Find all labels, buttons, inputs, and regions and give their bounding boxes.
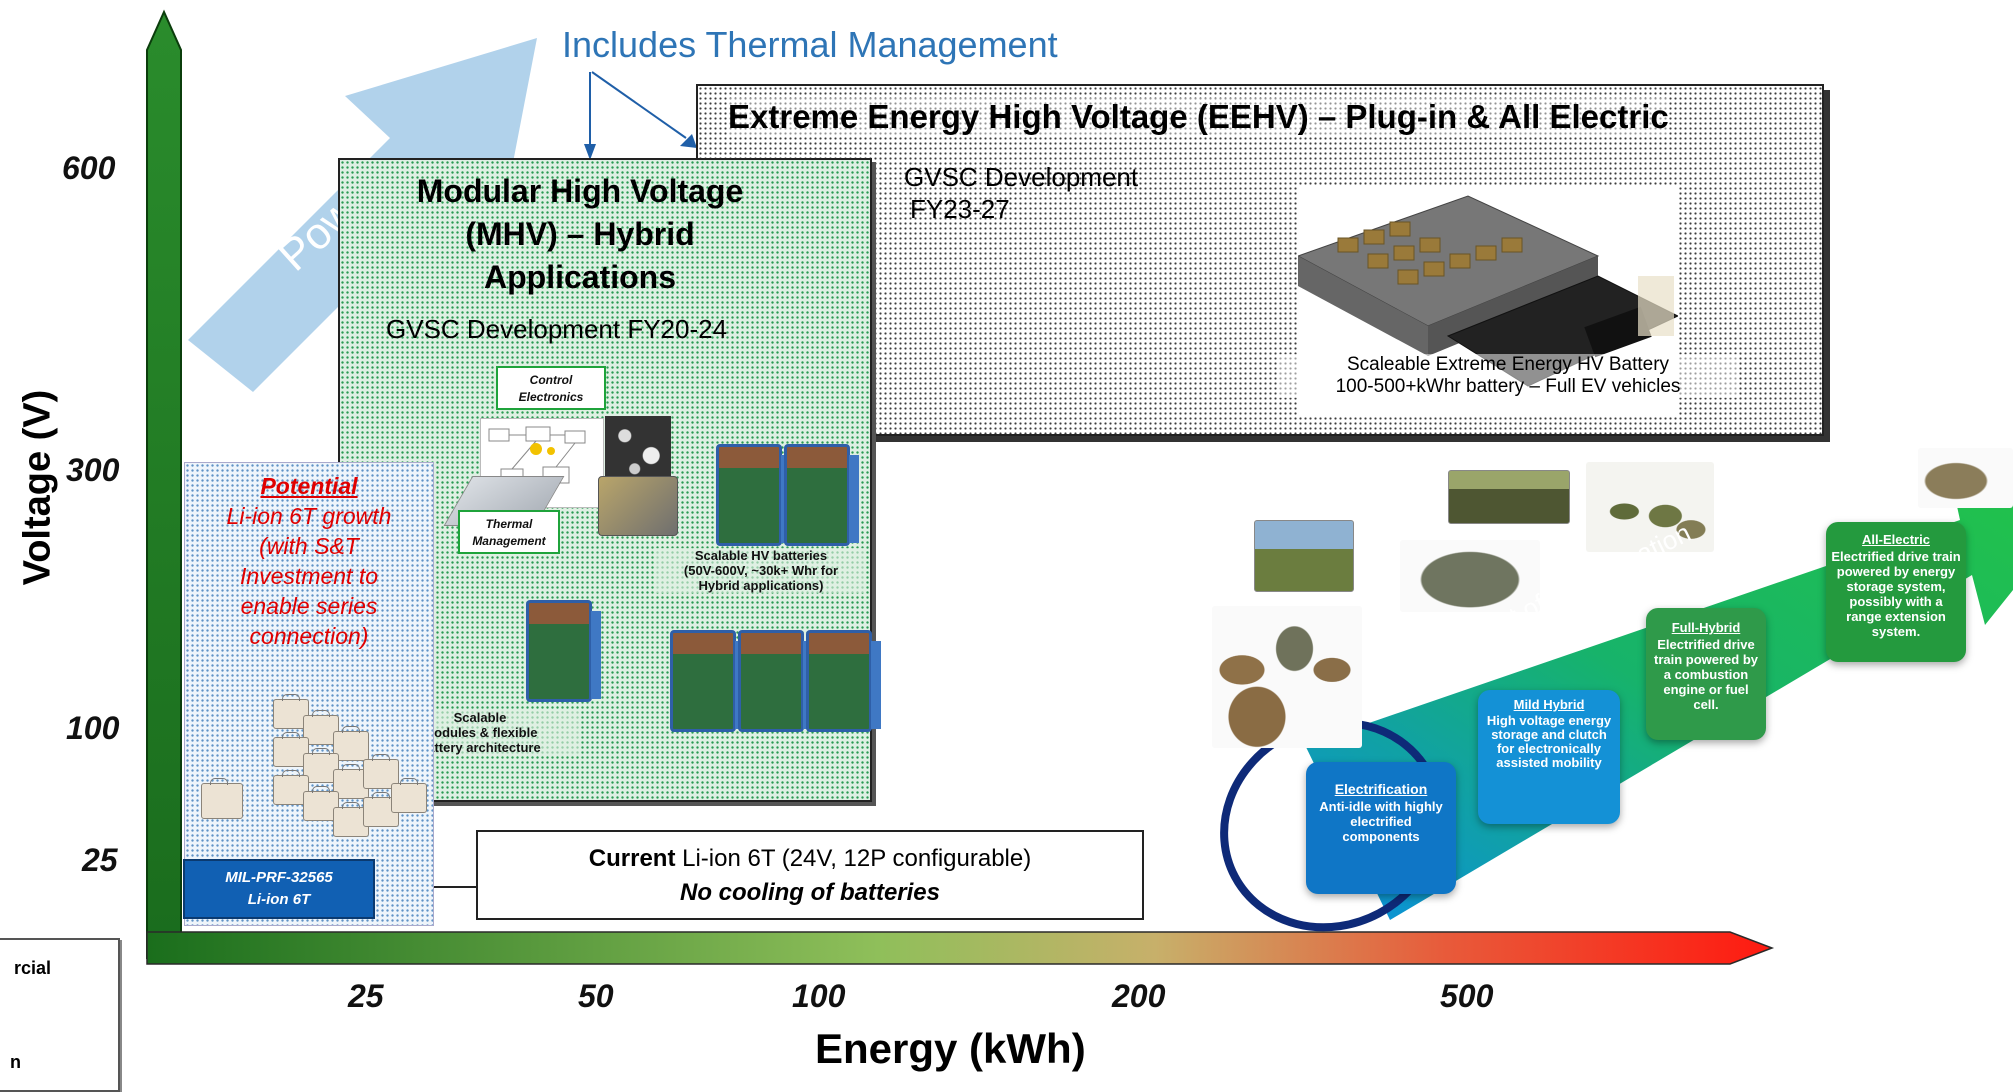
x-tick-100: 100 xyxy=(792,978,846,1014)
scalable-hv-line3: Hybrid applications) xyxy=(698,578,824,593)
eehv-title: Extreme Energy High Voltage (EEHV) – Plu… xyxy=(728,98,1669,136)
stage-full-hybrid-body: Electrified drive train powered by a com… xyxy=(1653,637,1759,712)
potential-heading: Potential xyxy=(260,473,358,499)
mhv-title-line3: Applications xyxy=(483,259,676,295)
control-electronics-label: Control Electronics xyxy=(496,366,606,410)
potential-panel: Potential Li-ion 6T growth (with S&T Inv… xyxy=(183,462,434,926)
thermal-arrow-line2 xyxy=(591,71,687,139)
stage-all-electric: All-Electric Electrified drive train pow… xyxy=(1826,522,1966,662)
stage-full-hybrid: Full-Hybrid Electrified drive train powe… xyxy=(1646,608,1766,740)
dual-module-graphic xyxy=(716,444,859,551)
potential-line4: enable series xyxy=(240,593,378,619)
y-axis-arrow xyxy=(146,9,182,959)
control-line2: Electronics xyxy=(518,390,584,404)
thermal-line1: Thermal xyxy=(485,517,533,531)
eehv-dev-line1: GVSC Development xyxy=(904,162,1139,192)
micrograph-image xyxy=(605,416,671,482)
modules-line1: Scalable xyxy=(453,710,507,725)
eehv-caption-line1: Scaleable Extreme Energy HV Battery xyxy=(1346,354,1670,375)
control-line1: Control xyxy=(529,373,573,387)
x-tick-500: 500 xyxy=(1440,978,1494,1014)
thermal-management-heading: Includes Thermal Management xyxy=(562,24,1058,65)
scalable-hv-label: Scalable HV batteries (50V-600V, ~30k+ W… xyxy=(656,548,866,593)
modules-line2: modules & flexible xyxy=(422,725,538,740)
battery-module-photo xyxy=(598,476,678,536)
potential-line2: (with S&T xyxy=(259,533,359,559)
stage-all-electric-title: All-Electric xyxy=(1862,532,1930,547)
current-bold-word: Current xyxy=(588,845,676,872)
current-line1: Current Li-ion 6T (24V, 12P configurable… xyxy=(478,842,1142,876)
mil-prf-line1: MIL-PRF-32565 xyxy=(225,869,333,886)
stage-electrification-body: Anti-idle with highly electrified compon… xyxy=(1319,799,1443,844)
stage-mild-hybrid: Mild Hybrid High voltage energy storage … xyxy=(1478,690,1620,824)
potential-line5: connection) xyxy=(249,623,369,649)
mil-prf-label: MIL-PRF-32565 Li-ion 6T xyxy=(183,859,375,919)
y-axis-title: Voltage (V) xyxy=(16,389,59,586)
eehv-caption: Scaleable Extreme Energy HV Battery 100-… xyxy=(1278,354,1738,398)
stage-all-electric-body: Electrified drive train powered by energ… xyxy=(1831,549,1961,639)
fleet-vehicles-photo xyxy=(1212,606,1362,748)
mhv-title: Modular High Voltage (MHV) – Hybrid Appl… xyxy=(400,170,760,299)
robotic-vehicles-photo xyxy=(1586,462,1714,552)
x-axis-title: Energy (kWh) xyxy=(815,1025,1086,1072)
triple-module-graphic xyxy=(670,630,881,737)
potential-line1: Li-ion 6T growth xyxy=(226,503,392,529)
stage-mild-hybrid-title: Mild Hybrid xyxy=(1513,697,1585,712)
scalable-hv-line2: (50V-600V, ~30k+ Whr for xyxy=(683,563,839,578)
tactical-truck-photo xyxy=(1448,470,1570,524)
left-cutoff-text1: rcial xyxy=(14,958,52,978)
left-cutoff-text2: n xyxy=(10,1052,21,1072)
modules-line3: battery architecture xyxy=(419,740,541,755)
y-tick-300: 300 xyxy=(66,452,120,488)
eehv-panel: Extreme Energy High Voltage (EEHV) – Plu… xyxy=(696,84,1824,436)
x-tick-200: 200 xyxy=(1112,978,1166,1014)
mhv-dev: GVSC Development FY20-24 xyxy=(386,314,728,344)
current-line2: No cooling of batteries xyxy=(679,879,940,906)
stage-electrification-title: Electrification xyxy=(1334,781,1428,797)
y-tick-600: 600 xyxy=(62,150,116,186)
potential-text: Potential Li-ion 6T growth (with S&T Inv… xyxy=(185,471,433,651)
left-cutoff-box: rcial n xyxy=(0,938,120,1092)
eehv-dev-line2: FY23-27 xyxy=(910,194,1010,224)
jltv-photo xyxy=(1254,520,1354,592)
y-tick-25: 25 xyxy=(82,842,118,878)
eehv-caption-line2: 100-500+kWhr battery – Full EV vehicles xyxy=(1335,376,1681,397)
x-axis-arrow xyxy=(146,931,1775,965)
stage-full-hybrid-title: Full-Hybrid xyxy=(1671,620,1741,635)
mil-prf-line2: Li-ion 6T xyxy=(247,891,311,908)
current-panel: Current Li-ion 6T (24V, 12P configurable… xyxy=(476,830,1144,920)
mhv-title-line2: (MHV) – Hybrid xyxy=(465,216,695,252)
single-module-graphic xyxy=(526,600,601,707)
stage-electrification: Electrification Anti-idle with highly el… xyxy=(1306,762,1456,894)
thermal-management-label: Thermal Management xyxy=(458,510,560,554)
amphibious-vehicle-photo xyxy=(1918,448,2013,508)
x-tick-25: 25 xyxy=(348,978,384,1014)
thermal-line2: Management xyxy=(472,534,546,548)
potential-line3: Investment to xyxy=(239,563,379,589)
y-tick-100: 100 xyxy=(66,710,120,746)
x-tick-50: 50 xyxy=(578,978,614,1014)
scalable-hv-line1: Scalable HV batteries xyxy=(694,548,828,563)
current-rest: Li-ion 6T (24V, 12P configurable) xyxy=(675,845,1032,872)
stage-mild-hybrid-body: High voltage energy storage and clutch f… xyxy=(1486,713,1612,770)
mhv-title-line1: Modular High Voltage xyxy=(416,173,744,209)
stryker-photo xyxy=(1400,540,1540,612)
